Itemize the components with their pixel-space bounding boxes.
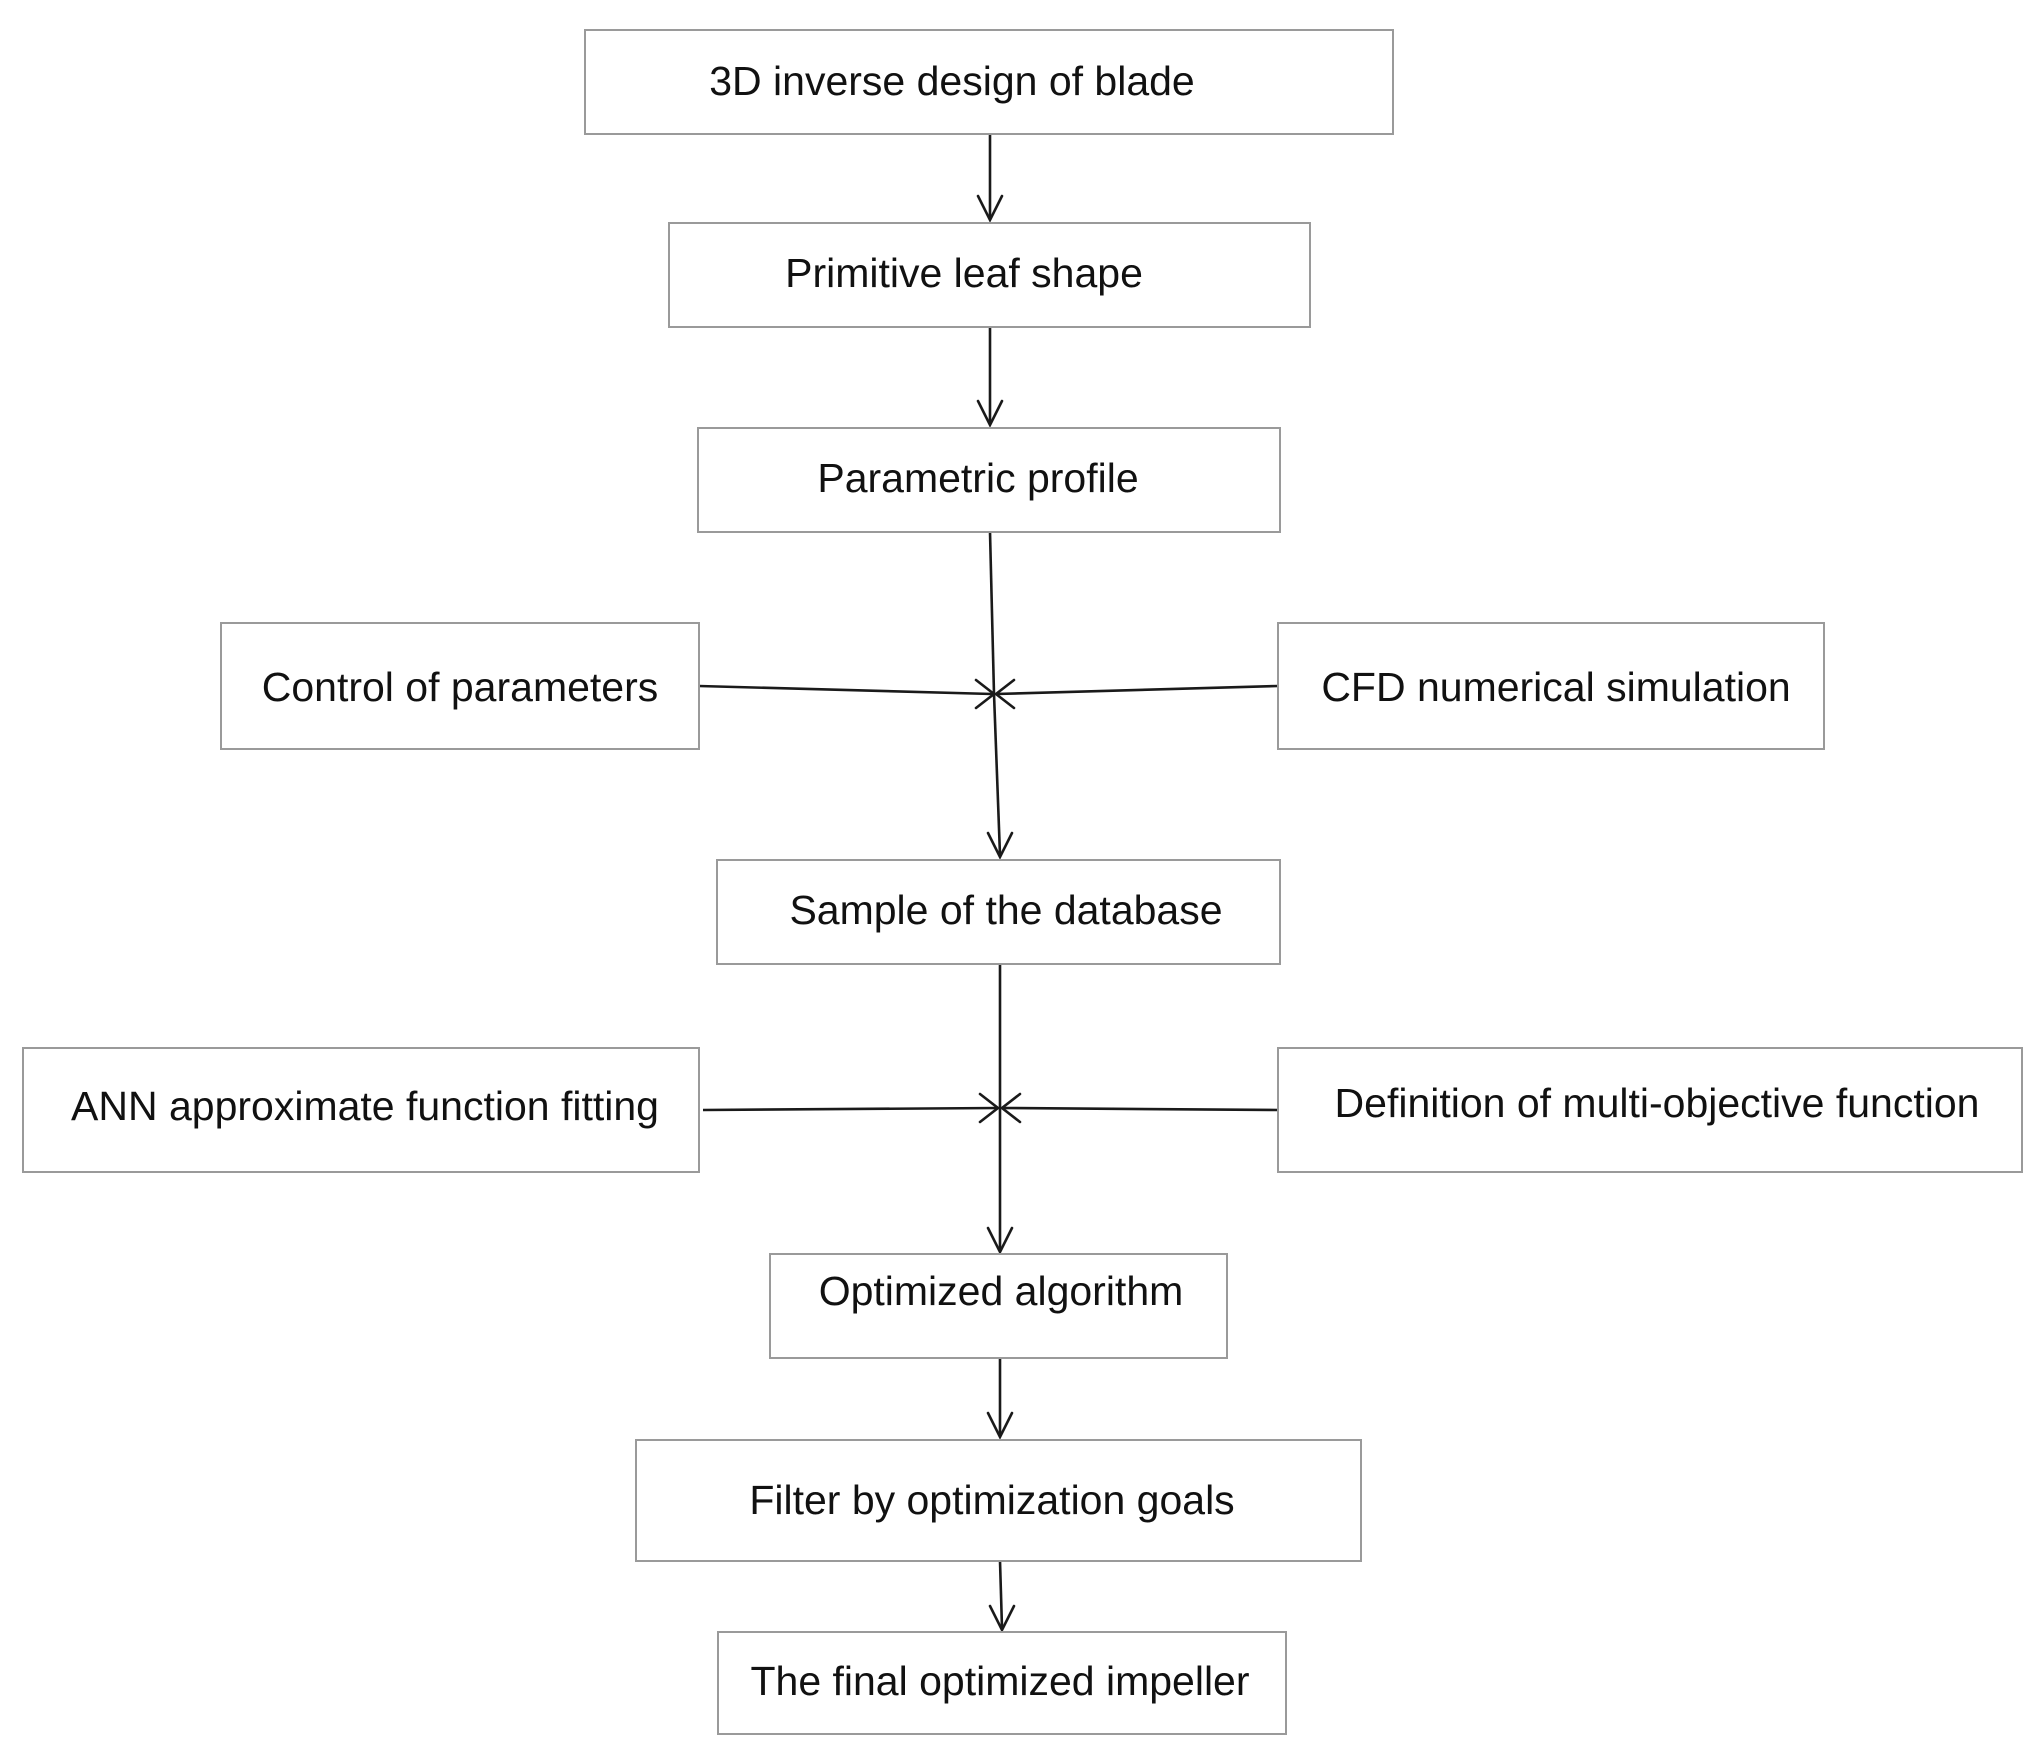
node-sample-database: Sample of the database [716, 859, 1281, 965]
node-cfd-simulation: CFD numerical simulation [1277, 622, 1825, 750]
node-parametric-profile-label: Parametric profile [817, 455, 1138, 501]
node-primitive-leaf-label: Primitive leaf shape [785, 250, 1143, 296]
arrowhead-from-multi-objective [999, 1092, 1022, 1124]
arrowhead-from-cfd-simulation [993, 678, 1016, 710]
node-optimized-algorithm: Optimized algorithm [769, 1253, 1228, 1359]
edge-multi-objective-to-junction [1001, 1106, 1279, 1112]
node-multi-objective: Definition of multi-objective function [1277, 1047, 2023, 1173]
edge-parametric-profile-to-junction [988, 531, 996, 695]
node-filter-goals: Filter by optimization goals [635, 1439, 1362, 1562]
arrowhead-from-ann-fitting [978, 1092, 1001, 1124]
edge-filter-goals-to-final-impeller [998, 1560, 1004, 1629]
arrowhead-primitive-leaf [976, 194, 1004, 223]
node-final-impeller-label: The final optimized impeller [750, 1658, 1249, 1704]
node-ann-fitting-label: ANN approximate function fitting [71, 1083, 659, 1129]
node-filter-goals-label: Filter by optimization goals [749, 1477, 1234, 1523]
node-multi-objective-label: Definition of multi-objective function [1335, 1080, 1980, 1126]
arrowhead-optimized-algorithm [986, 1226, 1014, 1255]
arrowhead-final-impeller [988, 1604, 1016, 1633]
node-parametric-profile: Parametric profile [697, 427, 1281, 533]
node-ann-fitting: ANN approximate function fitting [22, 1047, 700, 1173]
edge-ann-fitting-to-junction [702, 1106, 999, 1112]
edge-control-parameters-to-junction [698, 684, 993, 696]
arrowhead-parametric-profile [976, 399, 1004, 428]
node-final-impeller: The final optimized impeller [717, 1631, 1287, 1735]
node-inverse-design: 3D inverse design of blade [584, 29, 1394, 135]
edge-junction-to-sample-database [992, 693, 1002, 856]
node-control-parameters-label: Control of parameters [262, 664, 659, 710]
arrowhead-sample-database [986, 831, 1014, 860]
node-primitive-leaf: Primitive leaf shape [668, 222, 1311, 328]
node-inverse-design-label: 3D inverse design of blade [709, 58, 1194, 104]
edge-cfd-simulation-to-junction [995, 684, 1279, 696]
node-optimized-algorithm-label: Optimized algorithm [819, 1268, 1184, 1314]
node-cfd-simulation-label: CFD numerical simulation [1321, 664, 1790, 710]
arrowhead-filter-goals [986, 1411, 1014, 1440]
node-control-parameters: Control of parameters [220, 622, 700, 750]
node-sample-database-label: Sample of the database [789, 887, 1222, 933]
connectors [698, 135, 1279, 1633]
